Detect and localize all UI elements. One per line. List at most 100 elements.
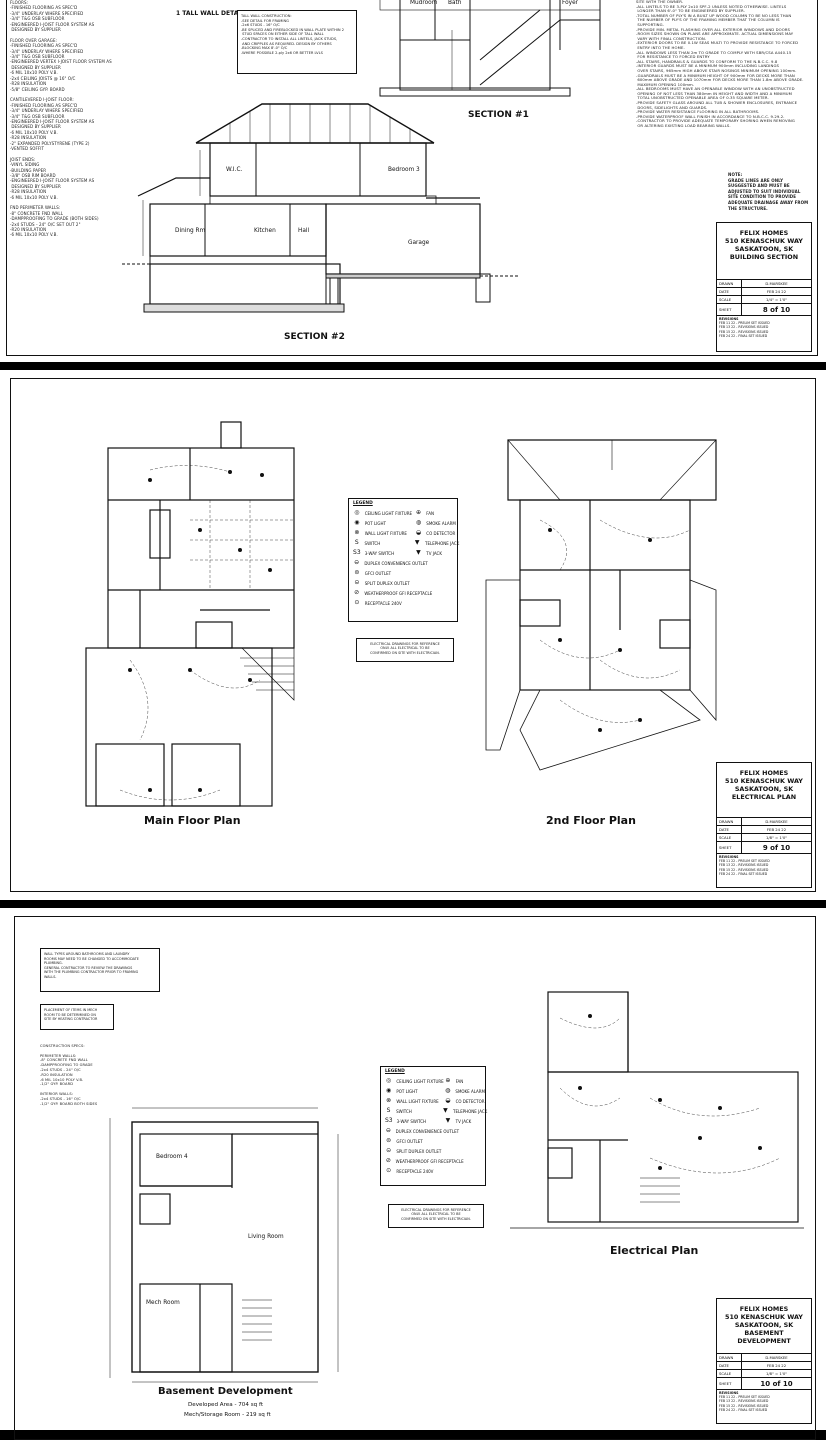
basement-electrical-legend: LEGEND ◎CEILING LIGHT FIXTURE⊕FAN◉POT LI… [380,1066,487,1186]
legend-label: FAN [426,510,434,516]
revision-item: FEB 13 22 - REVISIONS ISSUED [719,325,769,330]
sheet-number: 10 of 10 [760,1379,793,1388]
revisions-label: REVISIONS [719,1391,739,1395]
legend-row: ⊙ RECEPTACLE 240V [349,598,457,608]
legend-row: ◎CEILING LIGHT FIXTURE⊕FAN [381,1076,485,1086]
legend-symbol-icon: ◍ [415,519,422,526]
row-key: DRAWN [717,280,742,287]
company-name: FELIX HOMES [739,769,789,777]
legend-symbol-icon: ⊝ [386,1147,392,1154]
legend-label: WEATHERPROOF GFI RECEPTACLE [364,590,433,596]
tall-wall-detail-label: 1 TALL WALL DETAIL [176,10,245,17]
legend-label: RECEPTACLE 240V [364,600,402,606]
legend-symbol-icon: ⊗ [354,529,360,536]
legend-symbol-icon: ◉ [386,1087,392,1094]
legend-symbol-icon: S3 [353,549,361,556]
row-value: 1/8" = 1'0" [765,1371,788,1376]
second-floor-plan-title: 2nd Floor Plan [546,814,636,827]
row-key: SCALE [717,834,742,841]
room-label-bedroom-4: Bedroom 4 [156,1154,188,1160]
room-label-mech-room: Mech Room [146,1300,180,1306]
legend-symbol-icon [448,1158,455,1164]
revisions: REVISIONS FEB 11 22 - PRELIM SET ISSUED … [717,1389,811,1413]
legend-symbol-icon: ▼ [416,549,421,556]
section-1-title: SECTION #1 [468,110,529,120]
project-address: 510 KENASCHUK WAY [725,237,803,245]
mech-placement-note: PLACEMENT OF ITEMS IN MECH ROOM TO BE DE… [40,1004,114,1030]
project-address: 510 KENASCHUK WAY [725,1313,803,1321]
row-value: FEB 24 22 [766,827,787,832]
legend-label: SPLIT DUPLEX OUTLET [396,1148,442,1154]
revision-item: FEB 11 22 - PRELIM SET ISSUED [719,321,770,326]
legend-label: RECEPTACLE 240V [396,1168,434,1174]
room-label-bath: Bath [448,0,462,6]
legend-label: GFCI OUTLET [364,570,392,576]
legend-label: CEILING LIGHT FIXTURE [396,1078,444,1084]
legend-symbol-icon: ◎ [386,1077,392,1084]
legend-symbol-icon: ◍ [445,1087,451,1094]
revisions-label: REVISIONS [719,317,739,321]
row-key: DRAWN [717,1354,742,1361]
drawing-title: BASEMENT DEVELOPMENT [737,1329,791,1345]
construction-notes-left: FLOORS: -FINISHED FLOORING AS SPEC'D -3/… [10,0,112,238]
legend-symbol-icon: ⊖ [385,1127,391,1134]
general-notes-right: SITE WITH THE OWNER. -ALL LINTELS TO BE … [636,0,804,129]
mech-storage-area-label: Mech/Storage Room - 219 sq ft [184,1412,271,1418]
room-label-mudroom: Mudroom [410,0,438,6]
project-city: SASKATOON, SK [734,1321,794,1329]
tall-wall-construction-box: TALL WALL CONSTRUCTION: -SEE DETAIL FOR … [237,10,357,74]
legend-row: ⊜ GFCI OUTLET [349,568,457,578]
legend-symbol-icon: ◎ [354,509,360,516]
revision-item: FEB 15 22 - REVISIONS ISSUED [719,867,769,872]
row-value: 1/8" = 1'0" [765,835,788,840]
revision-item: FEB 13 22 - REVISIONS ISSUED [719,863,769,868]
legend-label: CEILING LIGHT FIXTURE [364,510,413,516]
legend-symbol-icon [415,600,423,606]
legend-symbol-icon: ⊜ [386,1137,392,1144]
sheet-label: SHEET [717,1378,742,1389]
room-label-kitchen: Kitchen [254,228,276,234]
sheet-electrical-plan: Main Floor Plan 2nd Floor Plan LEGEND ◎C… [0,370,826,900]
drawing-title: ELECTRICAL PLAN [731,793,797,801]
legend-symbol-icon: ⊝ [354,579,360,586]
legend-symbol-icon: ◒ [445,1097,451,1104]
electrical-plan-title: Electrical Plan [610,1244,699,1257]
legend-label: SPLIT DUPLEX OUTLET [364,580,410,586]
legend-row: ◉POT LIGHT◍SMOKE ALARM [349,518,457,528]
legend-symbol-icon: ⊘ [385,1157,391,1164]
title-block-company: FELIX HOMES 510 KENASCHUK WAY SASKATOON,… [717,1299,811,1345]
project-address: 510 KENASCHUK WAY [725,777,803,785]
title-block-company: FELIX HOMES 510 KENASCHUK WAY SASKATOON,… [717,763,811,801]
room-label-bedroom-3: Bedroom 3 [388,167,420,173]
revision-item: FEB 15 22 - REVISIONS ISSUED [719,329,769,334]
revision-item: FEB 11 22 - PRELIM SET ISSUED [719,1395,770,1400]
electrical-legend: LEGEND ◎CEILING LIGHT FIXTURE⊕FAN◉POT LI… [348,498,459,622]
row-key: SCALE [717,296,742,303]
basement-and-electrical-drawing [109,991,804,1383]
room-label-foyer: Foyer [562,0,579,6]
revisions: REVISIONS FEB 11 22 - PRELIM SET ISSUED … [717,315,811,339]
legend-label: WALL LIGHT FIXTURE [364,530,407,536]
company-name: FELIX HOMES [739,229,789,237]
legend-title: LEGEND [385,1069,405,1074]
legend-symbol-icon [444,1168,451,1174]
drawing-title: BUILDING SECTION [729,253,799,261]
legend-symbol-icon [444,1138,451,1144]
legend-label: WALL LIGHT FIXTURE [396,1098,439,1104]
row-key: DATE [717,826,742,833]
legend-label: POT LIGHT [364,520,386,526]
legend-symbol-icon [416,560,423,566]
room-label-garage: Garage [408,240,430,246]
legend-symbol-icon: ◒ [415,529,422,536]
row-key: DATE [717,1362,742,1369]
legend-symbol-icon: ⊜ [354,569,360,576]
title-block-sheet-10: FELIX HOMES 510 KENASCHUK WAY SASKATOON,… [716,1298,812,1424]
row-key: DATE [717,288,742,295]
legend-symbol-icon: ⊕ [415,509,421,516]
revision-item: FEB 11 22 - PRELIM SET ISSUED [719,859,770,864]
legend-symbol-icon: ▼ [445,1117,451,1124]
electrical-reference-note: ELECTRICAL DRAWINGS FOR REFERENCE ONLY. … [356,638,454,662]
legend-symbol-icon: ⊙ [354,599,360,606]
